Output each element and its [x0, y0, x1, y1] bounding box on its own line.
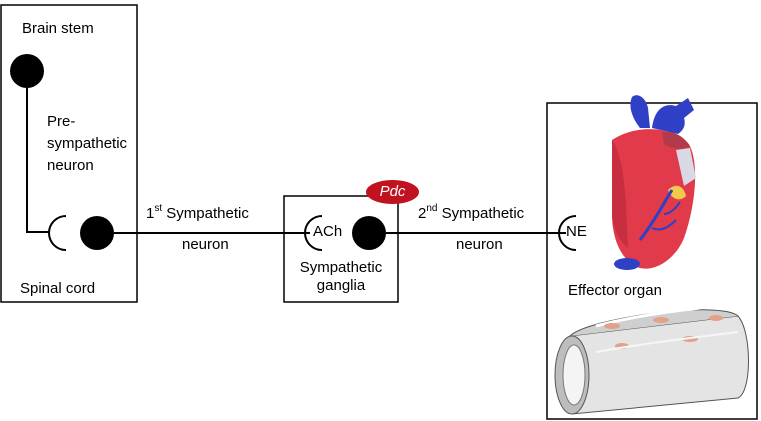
brain-stem-neuron-body	[10, 54, 44, 88]
spinal-cord-label: Spinal cord	[20, 280, 96, 297]
ganglia-label-line1: Sympathetic	[299, 259, 383, 276]
first-neuron-body	[80, 216, 114, 250]
spinal-cord-box	[0, 4, 138, 303]
ach-label: ACh	[313, 223, 343, 240]
ganglia-box	[283, 195, 399, 303]
first-ordinal-number: 1	[146, 205, 155, 222]
second-ordinal-number: 2	[418, 205, 427, 222]
pre-neuron-label-line3: neuron	[47, 157, 94, 174]
blood-vessel-illustration	[554, 306, 749, 415]
first-neuron-label: neuron	[182, 236, 229, 253]
pre-neuron-label-line2: sympathetic	[47, 135, 128, 152]
pre-sympathetic-axon	[26, 88, 50, 233]
second-neuron-body	[352, 216, 386, 250]
effector-organ-box	[546, 102, 758, 420]
ganglia-label-line2: ganglia	[316, 277, 366, 294]
brain-stem-label: Brain stem	[22, 20, 94, 37]
ne-synapse-cleft	[558, 215, 577, 251]
second-ordinal-suffix: nd	[426, 203, 438, 214]
pre-neuron-label-line1: Pre-	[47, 113, 76, 130]
effector-organ-label: Effector organ	[568, 282, 662, 299]
pre-synapse-cleft	[48, 215, 67, 251]
first-sympathetic-word: Sympathetic	[162, 205, 249, 222]
second-sympathetic-label: 2nd Sympathetic	[418, 203, 525, 223]
first-sympathetic-label: 1st Sympathetic	[146, 203, 249, 223]
ach-synapse-cleft	[304, 215, 323, 251]
pdc-badge: Pdc	[366, 180, 419, 204]
ne-label: NE	[566, 223, 587, 240]
second-sympathetic-word: Sympathetic	[437, 205, 525, 222]
first-ordinal-suffix: st	[154, 203, 163, 214]
second-neuron-label: neuron	[456, 236, 503, 253]
heart-illustration	[612, 95, 696, 270]
